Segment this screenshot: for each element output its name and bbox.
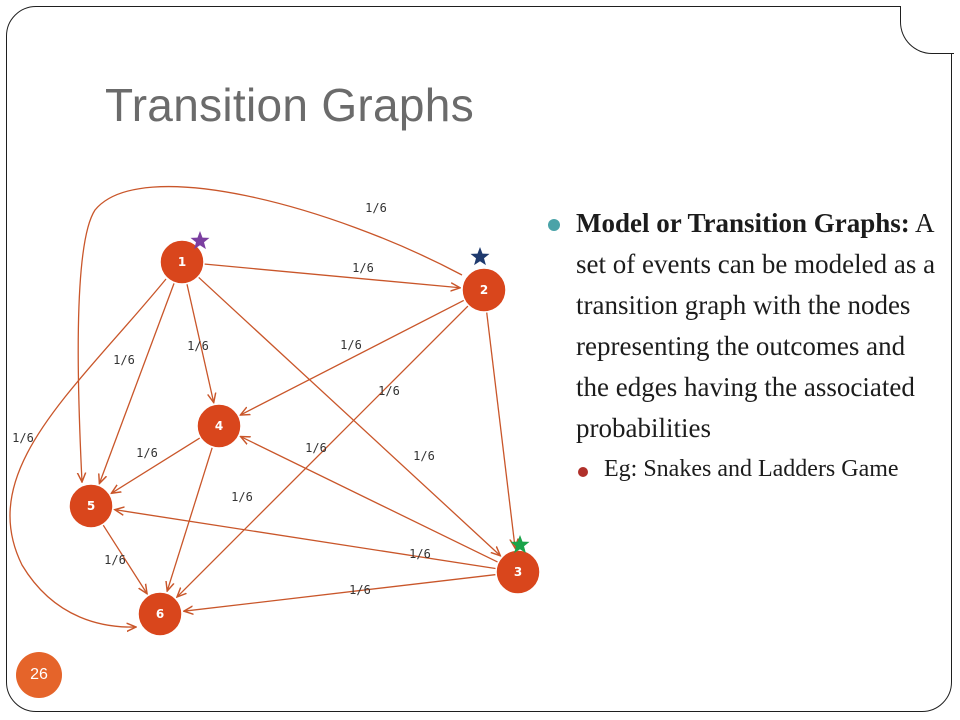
edge-5-to-6 xyxy=(102,524,147,594)
node-3: 3 xyxy=(495,549,541,595)
node-label-2: 2 xyxy=(480,283,488,297)
node-label-1: 1 xyxy=(178,255,186,269)
edge-1-to-6 xyxy=(9,278,167,627)
node-1: 1 xyxy=(159,239,205,285)
edge-4-to-6 xyxy=(167,446,214,591)
bullet-body: A set of events can be modeled as a tran… xyxy=(576,208,936,443)
nodes-layer: 1 2 3 4 5 6 xyxy=(68,239,541,637)
sub-bullet-dot-icon xyxy=(578,467,588,477)
edge-label-4-to-5: 1/6 xyxy=(136,446,158,460)
bullet-dot-icon xyxy=(548,219,560,231)
slide-title: Transition Graphs xyxy=(105,79,474,131)
edge-2-to-5 xyxy=(78,185,463,482)
edge-2-to-4 xyxy=(240,299,465,415)
edge-1-to-5 xyxy=(99,282,175,484)
node-label-4: 4 xyxy=(215,419,223,433)
node-5: 5 xyxy=(68,483,114,529)
node-6: 6 xyxy=(137,591,183,637)
stars-layer xyxy=(190,231,530,554)
edge-2-to-3 xyxy=(485,311,515,548)
edge-label-2-to-6: 1/6 xyxy=(378,384,400,398)
edge-label-3-to-6: 1/6 xyxy=(349,583,371,597)
star-icon-node-1 xyxy=(190,231,210,250)
edge-label-1-to-6: 1/6 xyxy=(12,431,34,445)
edge-label-1-to-4: 1/6 xyxy=(187,339,209,353)
edge-4-to-5 xyxy=(111,437,201,494)
edge-labels-layer: 1/6 1/6 1/6 1/6 1/6 1/6 1/6 1/6 1/6 1/6 1/6 1/6 1/6 1… xyxy=(12,201,435,597)
node-4: 4 xyxy=(196,403,242,449)
node-label-5: 5 xyxy=(87,499,95,513)
edge-1-to-3 xyxy=(197,276,500,556)
node-2: 2 xyxy=(461,267,507,313)
edge-label-5-to-6: 1/6 xyxy=(104,553,126,567)
page-number-badge: 26 xyxy=(16,652,62,698)
edge-label-1-to-5: 1/6 xyxy=(113,353,135,367)
bullet-heading: Model or Transition Graphs: xyxy=(576,208,910,238)
edge-1-to-4 xyxy=(186,283,214,402)
sub-bullet-text: Eg: Snakes and Ladders Game xyxy=(604,456,899,482)
edge-label-2-to-5: 1/6 xyxy=(365,201,387,215)
edge-label-3-to-5: 1/6 xyxy=(409,547,431,561)
edge-3-to-5 xyxy=(115,510,497,570)
edge-1-to-2 xyxy=(203,263,460,288)
node-label-3: 3 xyxy=(514,565,522,579)
star-icon-node-3 xyxy=(510,535,530,554)
edges-layer xyxy=(9,185,515,628)
edge-label-1-to-3: 1/6 xyxy=(413,449,435,463)
edge-3-to-6 xyxy=(184,573,497,612)
bullet-item-sub: Eg: Snakes and Ladders Game xyxy=(578,453,938,486)
bullet-item-main: Model or Transition Graphs: A set of eve… xyxy=(548,203,938,449)
star-icon-node-2 xyxy=(470,247,490,266)
bullet-list: Model or Transition Graphs: A set of eve… xyxy=(548,203,938,486)
edge-label-4-to-6: 1/6 xyxy=(231,490,253,504)
edge-3-to-4 xyxy=(241,437,499,563)
edge-label-3-to-4: 1/6 xyxy=(305,441,327,455)
edge-2-to-6 xyxy=(177,305,469,597)
edge-label-1-to-2: 1/6 xyxy=(352,261,374,275)
node-label-6: 6 xyxy=(156,607,164,621)
edge-label-2-to-4: 1/6 xyxy=(340,338,362,352)
